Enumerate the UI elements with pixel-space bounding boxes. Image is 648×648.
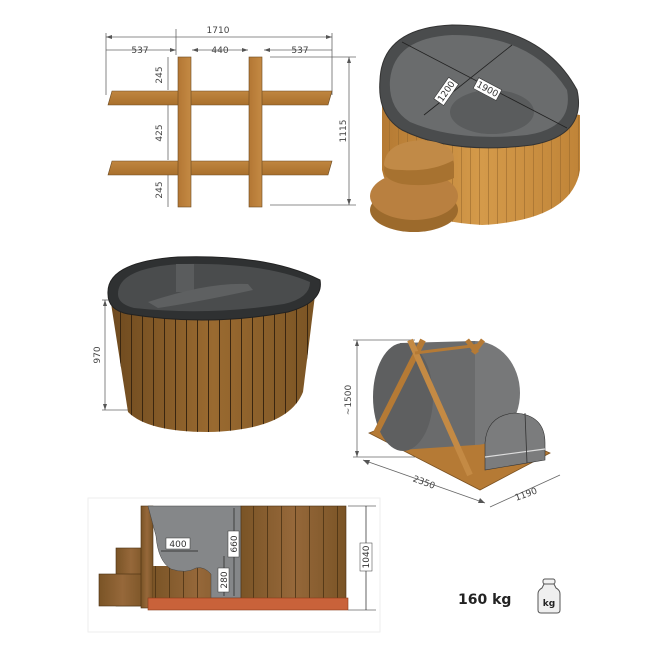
tub-footwell	[450, 90, 534, 134]
frame-top-view-diagram: 1710 537 440 537 245 425 245 1115	[100, 15, 362, 215]
weight-icon: kg	[536, 578, 562, 614]
dim-total-height: 1040	[362, 545, 372, 568]
tub-side-perspective: 970	[88, 252, 333, 432]
section-wall-left	[140, 505, 154, 609]
section-frame	[87, 497, 381, 633]
frame-plank-bottom	[107, 160, 333, 176]
section-base	[147, 597, 349, 611]
tub-side-drawing: 970	[93, 256, 321, 432]
dim-seat-depth: 400	[169, 540, 186, 550]
section-drawing: 400 660 280 1040	[87, 497, 381, 633]
tub-top-perspective: 1200 1900	[370, 20, 587, 235]
frame-beam-left	[177, 56, 192, 208]
dim-package-length: 2350	[411, 475, 436, 492]
frame-plank-top	[107, 90, 333, 106]
dim-middle-spacing: 425	[155, 124, 165, 141]
dim-top-spacing: 245	[155, 66, 165, 83]
section-step-lower	[98, 573, 147, 607]
tub-seat	[148, 283, 253, 308]
dim-left-offset: 537	[131, 46, 148, 56]
weight-value: 160 kg	[458, 592, 512, 608]
package-cylinder	[373, 343, 433, 451]
dim-overall-width: 1710	[207, 26, 230, 36]
dim-right-offset: 537	[291, 46, 308, 56]
tub-top-drawing: 1200 1900	[370, 24, 580, 232]
dim-tub-height: 970	[93, 346, 103, 363]
dim-center-gap: 440	[211, 46, 228, 56]
dim-package-width: 1190	[514, 486, 539, 503]
section-view: 400 660 280 1040	[86, 496, 382, 634]
frame-beam-right	[248, 56, 263, 208]
tub-heater-pipe	[176, 264, 194, 292]
step-upper	[384, 140, 454, 171]
package-box	[484, 412, 546, 471]
step-lower	[370, 172, 458, 220]
dim-bottom-spacing: 245	[155, 181, 165, 198]
weight-icon-label: kg	[543, 599, 555, 609]
a-frame-beam-right	[407, 338, 473, 477]
dim-package-height: ~1500	[344, 385, 354, 416]
packaging-view: ~1500 2350 1190	[344, 335, 580, 515]
dim-footwell-height: 280	[220, 571, 230, 588]
packaging-drawing: ~1500 2350 1190	[344, 338, 561, 508]
dim-seat-height: 660	[230, 535, 240, 552]
frame-drawing: 1710 537 440 537 245 425 245 1115	[105, 26, 356, 208]
dim-overall-depth: 1115	[339, 120, 349, 143]
